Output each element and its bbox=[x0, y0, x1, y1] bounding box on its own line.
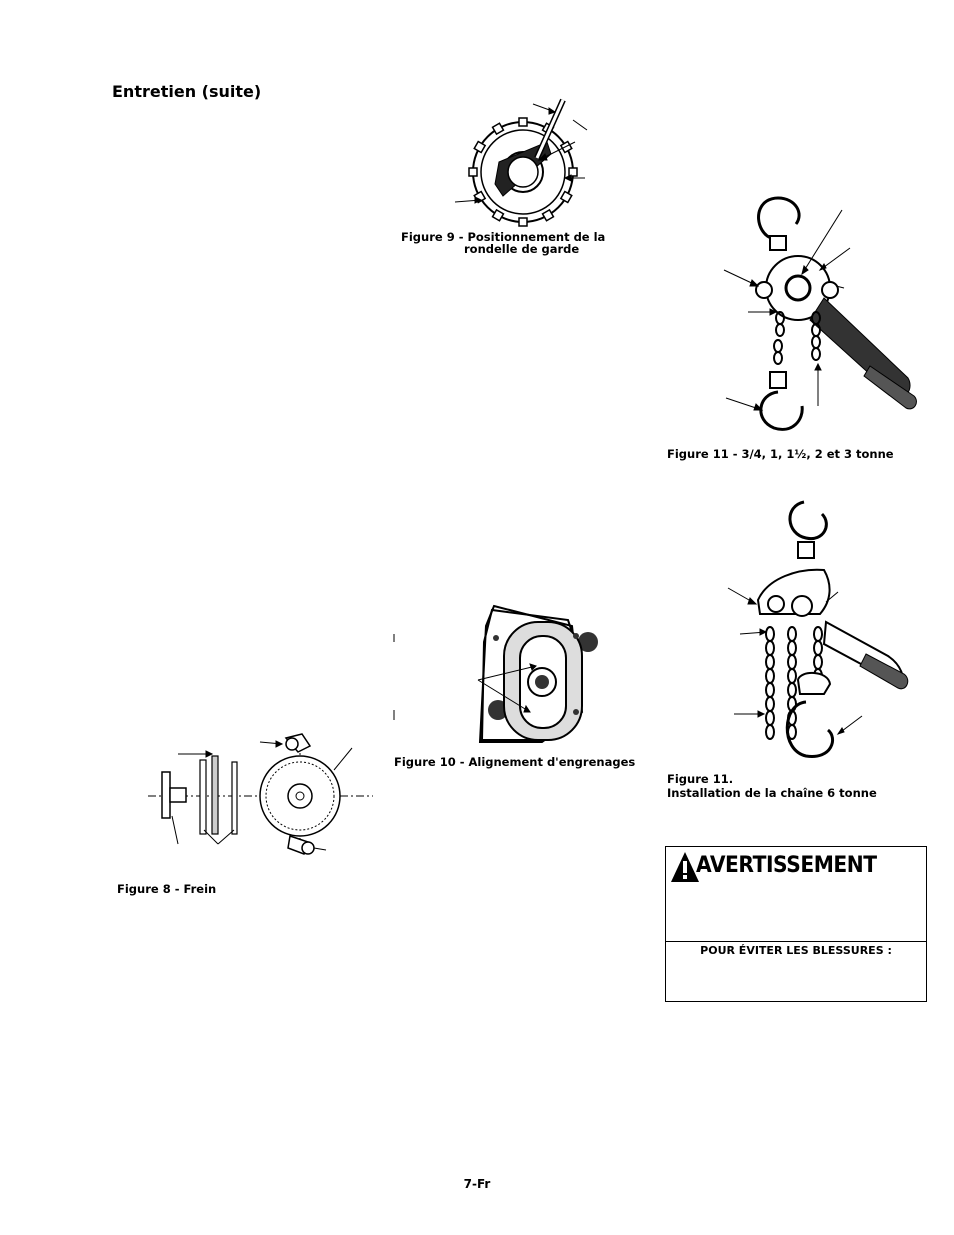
figure-11-6-ton-caption-line2: Installation de la chaîne 6 tonne bbox=[667, 786, 877, 800]
figure-10-caption: Figure 10 - Alignement d'engrenages bbox=[394, 755, 636, 769]
figure-11-6-ton-caption-line1: Figure 11. bbox=[667, 772, 734, 786]
figure-8-brake-diagram bbox=[148, 733, 373, 855]
warning-box: AVERTISSEMENT POUR ÉVITER LES BLESSURES … bbox=[665, 846, 927, 1002]
exclamation-triangle-icon bbox=[671, 852, 699, 882]
figure-10-gear-alignment-diagram bbox=[393, 604, 598, 743]
figure-9-guard-washer-diagram bbox=[454, 98, 588, 227]
page-number: 7-Fr bbox=[463, 1177, 491, 1191]
warning-subtitle: POUR ÉVITER LES BLESSURES : bbox=[700, 944, 892, 957]
figure-9-caption-line1: Figure 9 - Positionnement de la bbox=[401, 230, 606, 244]
figure-11-hoist-diagram bbox=[723, 196, 917, 431]
warning-title: AVERTISSEMENT bbox=[696, 853, 877, 878]
figure-11-caption: Figure 11 - 3/4, 1, 1½, 2 et 3 tonne bbox=[667, 447, 894, 461]
figure-9-caption-line2: rondelle de garde bbox=[464, 242, 580, 256]
page-heading: Entretien (suite) bbox=[112, 82, 262, 101]
warning-header: AVERTISSEMENT bbox=[666, 847, 926, 942]
figure-8-caption: Figure 8 - Frein bbox=[117, 882, 217, 896]
figure-11-6-ton-chain-diagram bbox=[727, 500, 909, 758]
